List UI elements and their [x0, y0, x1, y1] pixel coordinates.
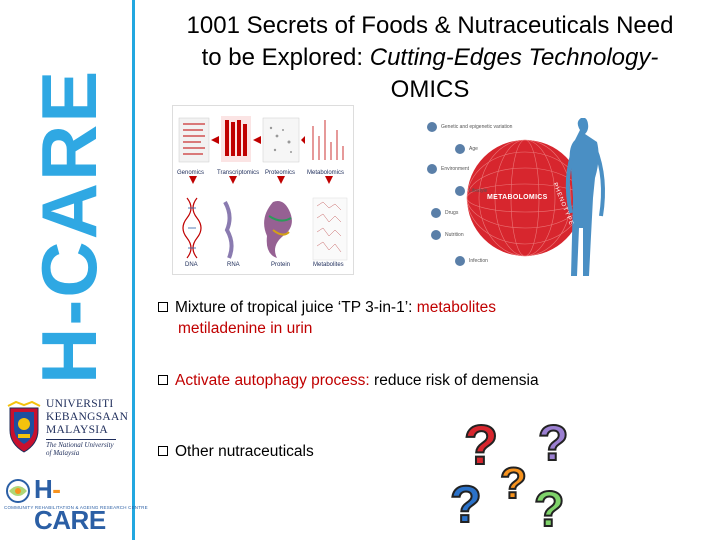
metab-item-nutrition-label: Nutrition [445, 232, 464, 238]
omics-label-proteomics: Proteomics [265, 170, 296, 176]
bullet-3-text: Other nutraceuticals [175, 443, 314, 460]
hcare-vertical-logo: H-CARE [25, 68, 113, 384]
title-line-2-italic: Cutting-Edges Technology- [369, 44, 659, 71]
metab-item-genetic-label: Genetic and epigenetic variation [441, 124, 513, 130]
ukm-logo: UNIVERSITI KEBANGSAAN MALAYSIA The Natio… [4, 398, 132, 460]
omics-label-dna: DNA [185, 262, 198, 268]
metab-item-environment-label: Environment [441, 166, 470, 172]
virus-icon [455, 256, 465, 266]
title-line-2-plain: to be Explored: [201, 44, 370, 71]
metab-item-age: Age [455, 144, 478, 154]
hcare-wordmark-care: CARE [34, 505, 106, 535]
bullet-2-highlight: Activate autophagy process: [175, 372, 370, 389]
red-question-mark-icon: ? [464, 414, 498, 476]
metab-item-drugs: Drugs [431, 208, 458, 218]
metab-item-environment: Environment [427, 164, 469, 174]
dna-icon [427, 122, 437, 132]
title-line-1: 1001 Secrets of Foods & Nutraceuticals N… [186, 12, 674, 39]
metab-item-lifestyle: Lifestyle [455, 186, 487, 196]
omics-figure: Genomics Transcriptomics Proteomics Meta… [172, 105, 354, 275]
metab-item-infection: Infection [455, 256, 488, 266]
hcare-wordmark: H-CARE [34, 474, 132, 536]
checkbox-bullet-icon [158, 302, 168, 312]
runner-icon [455, 186, 465, 196]
ukm-name-line-3: MALAYSIA [46, 424, 109, 436]
blue-question-mark-icon: ? [450, 476, 482, 530]
metabolomics-center-label: METABOLOMICS [487, 194, 548, 201]
metab-item-age-label: Age [469, 146, 478, 152]
omics-label-metabolomics: Metabolomics [307, 170, 345, 176]
metab-item-drugs-label: Drugs [445, 210, 459, 216]
slide-title: 1001 Secrets of Foods & Nutraceuticals N… [130, 10, 720, 106]
omics-label-rna: RNA [227, 262, 240, 268]
metabolomics-figure: METABOLOMICS PHENOTYPE Genetic and epige… [425, 117, 620, 278]
checkbox-bullet-icon [158, 375, 168, 385]
ukm-crest-icon [7, 400, 41, 453]
question-marks-illustration: ? ? ? ? ? [449, 414, 570, 530]
bullet-other-nutraceuticals: Other nutraceuticals [158, 441, 314, 462]
clock-icon [455, 144, 465, 154]
metabolomics-illustration [466, 117, 605, 276]
omics-label-protein: Protein [271, 262, 291, 268]
ukm-name-line-2: KEBANGSAAN [46, 411, 129, 423]
omics-label-genomics: Genomics [177, 170, 205, 176]
ukm-name-line-1: UNIVERSITI [46, 398, 114, 410]
bullet-1-line-2: metiladenine in urin [178, 320, 313, 337]
metab-item-lifestyle-label: Lifestyle [469, 188, 488, 194]
title-line-3: OMICS [390, 76, 470, 103]
bullet-1-highlight: metabolites [416, 299, 497, 316]
green-question-mark-icon: ? [534, 481, 565, 530]
hcare-wordmark-h: H [34, 474, 53, 504]
hcare-wordmark-dash: - [52, 474, 61, 504]
omics-illustration [178, 116, 348, 261]
hcare-globe-icon [6, 479, 30, 503]
pill-icon [431, 208, 441, 218]
metab-item-nutrition: Nutrition [431, 230, 464, 240]
title-line-2: to be Explored: Cutting-Edges Technology… [130, 42, 720, 74]
bullet-tropical-juice: Mixture of tropical juice ‘TP 3-in-1’: m… [158, 297, 496, 339]
fork-knife-icon [431, 230, 441, 240]
bullet-1-prefix: Mixture of tropical juice ‘TP 3-in-1’: [175, 299, 417, 316]
hcare-logo: H-CARE COMMUNITY REHABILITATION & AGEING… [2, 472, 148, 535]
leaf-icon [427, 164, 437, 174]
omics-label-transcriptomics: Transcriptomics [217, 170, 260, 176]
omics-label-metabolites: Metabolites [313, 262, 344, 268]
checkbox-bullet-icon [158, 446, 168, 456]
metab-item-genetic: Genetic and epigenetic variation [427, 122, 512, 132]
bullet-autophagy: Activate autophagy process: reduce risk … [158, 370, 539, 391]
ukm-tagline-1: The National University [46, 441, 114, 449]
orange-question-mark-icon: ? [500, 459, 527, 508]
ukm-tagline-2: of Malaysia [46, 449, 80, 457]
side-brand-bar: H-CARE UNIVERSITI KEBANGSAAN MALAYSIA Th… [0, 0, 148, 540]
metab-item-infection-label: Infection [469, 258, 488, 264]
bullet-2-suffix: reduce risk of demensia [369, 372, 539, 389]
purple-question-mark-icon: ? [538, 415, 569, 471]
hcare-caption: COMMUNITY REHABILITATION & AGEING RESEAR… [4, 505, 148, 510]
